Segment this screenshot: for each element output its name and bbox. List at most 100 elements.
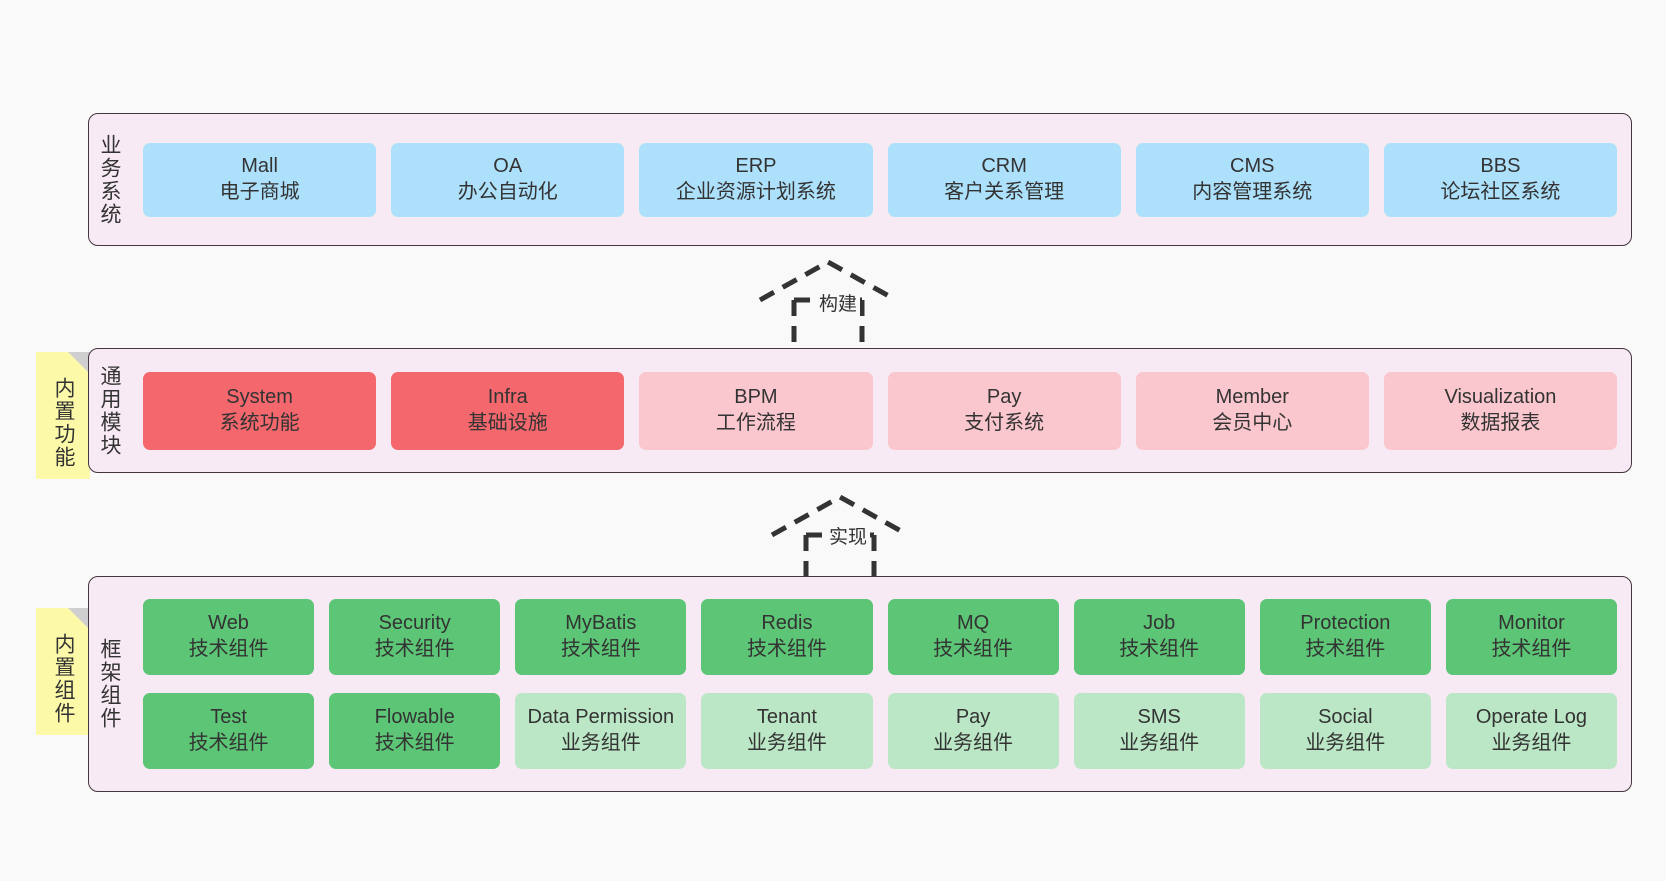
node-protection-en: Protection bbox=[1300, 612, 1391, 635]
node-tenant-cn: 业务组件 bbox=[746, 732, 827, 754]
node-security-cn: 技术组件 bbox=[374, 638, 455, 660]
node-pay-component[interactable]: Pay 业务组件 bbox=[887, 693, 1059, 769]
layer-framework-components: 框架组件 Web 技术组件 Security 技术组件 MyBatis 技术组件… bbox=[88, 576, 1632, 792]
row-technical-components: Web 技术组件 Security 技术组件 MyBatis 技术组件 Redi… bbox=[143, 599, 1617, 675]
node-member-cn: 会员中心 bbox=[1212, 411, 1293, 434]
node-pay-module-en: Pay bbox=[986, 385, 1022, 408]
node-mall-en: Mall bbox=[241, 154, 278, 177]
node-tenant[interactable]: Tenant 业务组件 bbox=[701, 693, 873, 769]
sticky-note-builtin-features-label: 内置功能 bbox=[52, 376, 76, 469]
node-pay-module-cn: 支付系统 bbox=[964, 411, 1045, 434]
node-data-permission-en: Data Permission bbox=[527, 706, 675, 729]
node-data-permission[interactable]: Data Permission 业务组件 bbox=[515, 693, 687, 769]
node-bpm[interactable]: BPM 工作流程 bbox=[639, 371, 873, 450]
node-cms-en: CMS bbox=[1230, 154, 1275, 177]
node-sms-cn: 业务组件 bbox=[1119, 732, 1200, 754]
node-system[interactable]: System 系统功能 bbox=[143, 371, 377, 450]
node-security-en: Security bbox=[378, 612, 451, 635]
layer-body-business-systems: Mall 电子商城 OA 办公自动化 ERP 企业资源计划系统 CRM 客户关系… bbox=[129, 114, 1631, 245]
node-flowable-cn: 技术组件 bbox=[374, 732, 455, 754]
node-infra[interactable]: Infra 基础设施 bbox=[391, 371, 625, 450]
node-bbs-cn: 论坛社区系统 bbox=[1440, 180, 1561, 203]
node-mall-cn: 电子商城 bbox=[219, 180, 300, 203]
node-social[interactable]: Social 业务组件 bbox=[1259, 693, 1431, 769]
node-mall[interactable]: Mall 电子商城 bbox=[143, 142, 377, 217]
layer-body-framework-components: Web 技术组件 Security 技术组件 MyBatis 技术组件 Redi… bbox=[129, 577, 1631, 791]
node-mybatis[interactable]: MyBatis 技术组件 bbox=[515, 599, 687, 675]
node-visualization[interactable]: Visualization 数据报表 bbox=[1383, 371, 1618, 450]
node-redis-en: Redis bbox=[761, 612, 813, 635]
node-sms-en: SMS bbox=[1137, 706, 1181, 729]
node-web-cn: 技术组件 bbox=[188, 638, 269, 660]
node-protection-cn: 技术组件 bbox=[1305, 638, 1386, 660]
node-bpm-cn: 工作流程 bbox=[715, 411, 796, 434]
node-cms[interactable]: CMS 内容管理系统 bbox=[1135, 142, 1369, 217]
row-business-components: Test 技术组件 Flowable 技术组件 Data Permission … bbox=[143, 693, 1617, 769]
node-job[interactable]: Job 技术组件 bbox=[1073, 599, 1245, 675]
row-common-modules: System 系统功能 Infra 基础设施 BPM 工作流程 Pay 支付系统… bbox=[143, 371, 1618, 450]
node-data-permission-cn: 业务组件 bbox=[560, 732, 641, 754]
layer-title-framework-components: 框架组件 bbox=[98, 638, 122, 730]
node-monitor-en: Monitor bbox=[1498, 612, 1565, 635]
node-erp-cn: 企业资源计划系统 bbox=[675, 180, 836, 203]
node-member-en: Member bbox=[1215, 385, 1289, 408]
node-visualization-en: Visualization bbox=[1444, 385, 1557, 408]
node-operate-log[interactable]: Operate Log 业务组件 bbox=[1445, 693, 1617, 769]
node-security[interactable]: Security 技术组件 bbox=[329, 599, 501, 675]
node-web-en: Web bbox=[208, 612, 249, 635]
node-mq-en: MQ bbox=[956, 612, 990, 635]
node-operate-log-cn: 业务组件 bbox=[1491, 732, 1572, 754]
node-test[interactable]: Test 技术组件 bbox=[143, 693, 315, 769]
node-pay-component-cn: 业务组件 bbox=[933, 732, 1014, 754]
node-erp[interactable]: ERP 企业资源计划系统 bbox=[639, 142, 873, 217]
node-oa-cn: 办公自动化 bbox=[457, 180, 558, 203]
node-bbs[interactable]: BBS 论坛社区系统 bbox=[1383, 142, 1618, 217]
node-test-cn: 技术组件 bbox=[188, 732, 269, 754]
node-system-cn: 系统功能 bbox=[219, 411, 300, 434]
node-system-en: System bbox=[226, 385, 293, 408]
node-redis-cn: 技术组件 bbox=[746, 638, 827, 660]
node-infra-cn: 基础设施 bbox=[467, 411, 548, 434]
arrow-build-label: 构建 bbox=[816, 289, 861, 316]
node-mq[interactable]: MQ 技术组件 bbox=[887, 599, 1059, 675]
layer-body-common-modules: System 系统功能 Infra 基础设施 BPM 工作流程 Pay 支付系统… bbox=[129, 349, 1631, 472]
node-infra-en: Infra bbox=[487, 385, 528, 408]
node-job-en: Job bbox=[1143, 612, 1176, 635]
node-visualization-cn: 数据报表 bbox=[1460, 411, 1541, 434]
node-protection[interactable]: Protection 技术组件 bbox=[1259, 599, 1431, 675]
node-crm[interactable]: CRM 客户关系管理 bbox=[887, 142, 1121, 217]
node-bbs-en: BBS bbox=[1480, 154, 1521, 177]
layer-title-common-modules: 通用模块 bbox=[98, 364, 122, 457]
node-sms[interactable]: SMS 业务组件 bbox=[1073, 693, 1245, 769]
node-cms-cn: 内容管理系统 bbox=[1192, 180, 1313, 203]
sticky-note-builtin-features: 内置功能 bbox=[36, 352, 90, 479]
layer-business-systems: 业务系统 Mall 电子商城 OA 办公自动化 ERP 企业资源计划系统 CRM… bbox=[88, 113, 1632, 246]
node-job-cn: 技术组件 bbox=[1119, 638, 1200, 660]
node-mybatis-en: MyBatis bbox=[565, 612, 637, 635]
row-business-systems: Mall 电子商城 OA 办公自动化 ERP 企业资源计划系统 CRM 客户关系… bbox=[143, 142, 1618, 217]
layer-title-business-systems: 业务系统 bbox=[98, 133, 122, 226]
node-social-cn: 业务组件 bbox=[1305, 732, 1386, 754]
node-pay-module[interactable]: Pay 支付系统 bbox=[887, 371, 1121, 450]
node-operate-log-en: Operate Log bbox=[1475, 706, 1588, 729]
node-flowable-en: Flowable bbox=[374, 706, 455, 729]
node-oa[interactable]: OA 办公自动化 bbox=[391, 142, 625, 217]
node-redis[interactable]: Redis 技术组件 bbox=[701, 599, 873, 675]
node-flowable[interactable]: Flowable 技术组件 bbox=[329, 693, 501, 769]
node-oa-en: OA bbox=[493, 154, 523, 177]
node-pay-component-en: Pay bbox=[955, 706, 991, 729]
node-crm-cn: 客户关系管理 bbox=[944, 180, 1065, 203]
node-bpm-en: BPM bbox=[734, 385, 778, 408]
node-erp-en: ERP bbox=[735, 154, 777, 177]
node-monitor-cn: 技术组件 bbox=[1491, 638, 1572, 660]
sticky-note-builtin-components-label: 内置组件 bbox=[52, 632, 76, 725]
node-test-en: Test bbox=[210, 706, 247, 729]
node-social-en: Social bbox=[1318, 706, 1373, 729]
node-tenant-en: Tenant bbox=[756, 706, 817, 729]
layer-common-modules: 通用模块 System 系统功能 Infra 基础设施 BPM 工作流程 Pay… bbox=[88, 348, 1632, 473]
node-monitor[interactable]: Monitor 技术组件 bbox=[1445, 599, 1617, 675]
node-member[interactable]: Member 会员中心 bbox=[1135, 371, 1369, 450]
node-web[interactable]: Web 技术组件 bbox=[143, 599, 315, 675]
node-crm-en: CRM bbox=[981, 154, 1027, 177]
